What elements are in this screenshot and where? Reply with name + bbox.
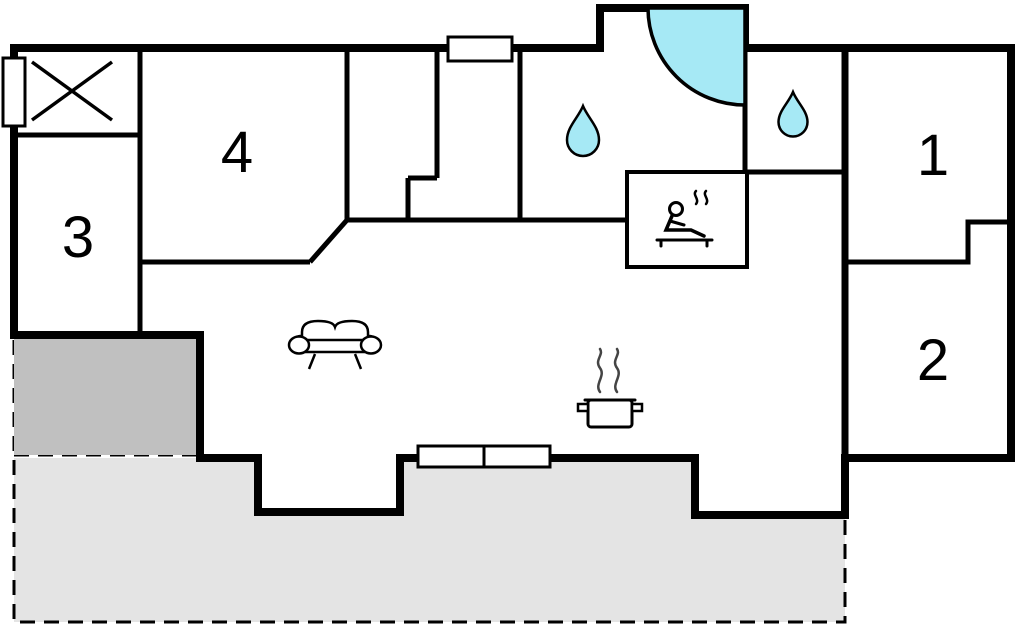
windows [1,35,552,469]
steam-line [703,189,709,206]
sofa-leg [307,353,317,370]
interior-walls [14,48,1011,458]
person-arm [668,219,686,227]
drop-shape [565,102,601,158]
wall [308,218,349,264]
drop-shape [777,88,809,138]
sofa-icon [287,319,383,370]
steam-line [613,347,620,394]
pot-handle [630,402,644,413]
bottom-double-window-icon [482,444,552,469]
room-label-3: 3 [62,205,94,270]
sauna-box [625,170,749,269]
water-drop-icon [565,102,601,158]
left-window-icon [1,56,27,128]
sofa-arm [359,335,383,355]
shower-glass [646,6,747,107]
room-label-4: 4 [221,120,253,185]
bottom-double-window-icon [416,444,486,469]
cooking-pot-icon [576,347,644,429]
terrace-dark-fill [14,335,200,455]
room-label-1: 1 [917,123,949,188]
person-head [668,201,684,217]
room-label-2: 2 [917,328,949,393]
sauna-icon [655,189,714,248]
steam-line [693,189,699,206]
sauna-room [625,170,749,269]
steam-line [596,347,603,394]
shower-corner-icon [646,6,747,107]
cross-line [30,60,114,122]
water-drop-icon [777,88,809,138]
bench [655,238,714,248]
pot-handle [576,402,590,413]
wall [845,219,1011,265]
terrace-dashed-border [12,340,847,624]
terrace-dark [14,335,200,455]
sofa-leg [353,353,363,370]
sofa-arm [287,335,311,355]
pot-body [586,398,634,429]
terrace-light-fill [14,458,845,622]
top-window-icon [446,35,514,63]
crossed-box-icon [30,60,114,122]
sofa-back [300,319,370,342]
person-body [663,214,706,238]
